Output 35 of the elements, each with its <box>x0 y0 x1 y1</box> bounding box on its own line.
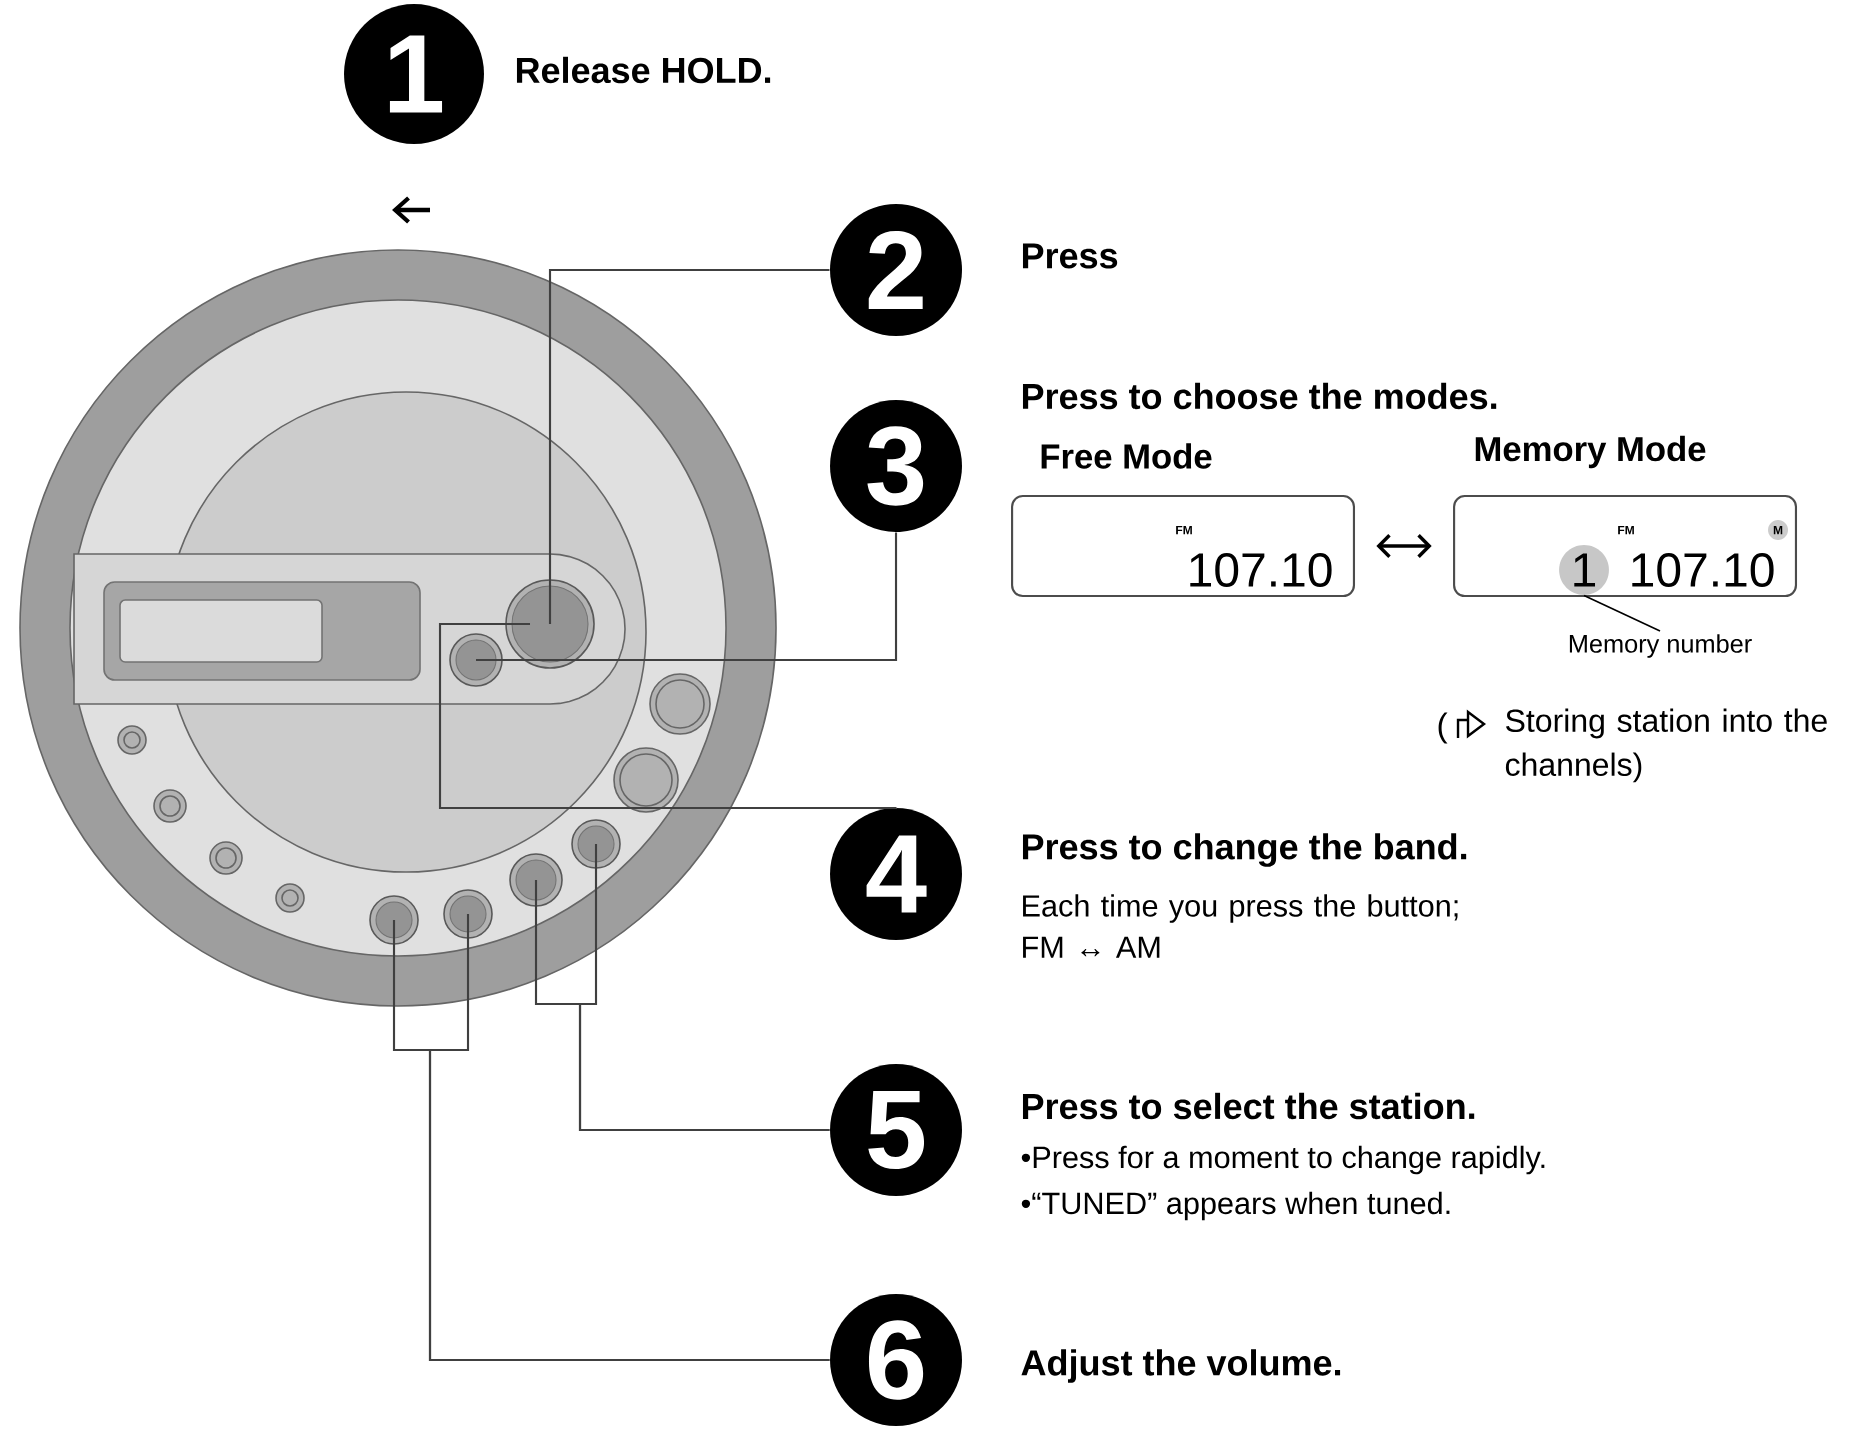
step-number: 4 <box>830 808 962 940</box>
leader-line <box>548 268 830 624</box>
step-note: •Press for a moment to change rapidly. <box>1021 1145 1545 1175</box>
mode-heading: Free Mode <box>1041 443 1212 469</box>
step-heading: Press to choose the modes. <box>1022 382 1497 410</box>
mode-heading: Memory Mode <box>1475 435 1706 469</box>
double-arrow <box>1376 534 1432 558</box>
frequency-readout: 107.10 <box>1632 553 1774 587</box>
button <box>449 633 503 687</box>
callout-text: Memory number <box>1569 634 1752 658</box>
step-heading: Adjust the volume. <box>1021 1349 1341 1383</box>
step-heading: Press to change the band. <box>1022 833 1467 867</box>
step-number: 2 <box>830 204 962 336</box>
leader-line <box>438 622 898 810</box>
button <box>509 853 563 907</box>
note-text: Storing station into the channels) <box>1505 708 1827 783</box>
step-heading: Release HOLD. <box>516 56 771 84</box>
parenthesis: ( <box>1438 712 1448 744</box>
frequency-readout: 107.10 <box>1190 553 1332 587</box>
button <box>369 895 419 945</box>
step-note: •“TUNED” appears when tuned. <box>1021 1191 1450 1221</box>
step-number: 3 <box>830 400 962 532</box>
button <box>571 819 621 869</box>
step-number: 5 <box>830 1064 962 1196</box>
step-heading: Press to select the station. <box>1022 1092 1475 1120</box>
step-number: 6 <box>830 1294 962 1426</box>
button <box>443 889 493 939</box>
leader-line <box>476 532 898 662</box>
leader-line <box>1583 594 1661 632</box>
leader-line <box>578 844 830 1132</box>
step-number: 1 <box>344 4 484 144</box>
step-note: Each time you press the button; FM ↔ AM <box>1023 894 1458 958</box>
button <box>505 579 595 669</box>
step-heading: Press <box>1022 243 1118 269</box>
memory-number-digit: 1 <box>1559 545 1609 595</box>
